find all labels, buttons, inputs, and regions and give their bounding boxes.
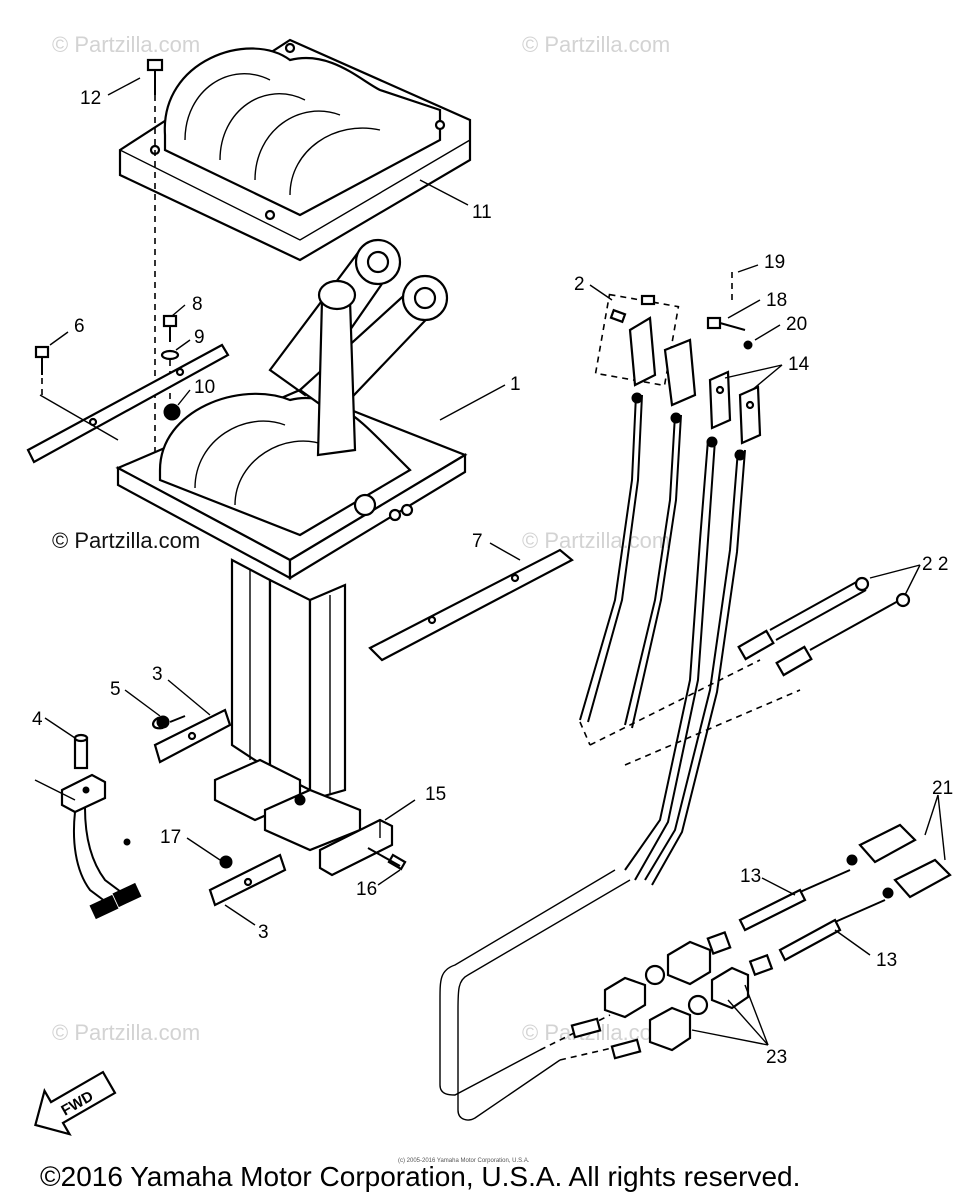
- watermark-mid-center: © Partzilla.com: [522, 528, 670, 553]
- callout-3-lower: 3: [258, 922, 269, 943]
- clevis-part-14: [706, 272, 762, 461]
- callout-11: 11: [472, 202, 492, 223]
- cover-plate-part-11: [118, 38, 472, 262]
- callout-7: 7: [472, 531, 483, 552]
- callout-10: 10: [194, 377, 215, 398]
- bracket-part-3-upper: [152, 708, 232, 764]
- small-copyright: (c) 2005-2016 Yamaha Motor Corporation, …: [398, 1158, 530, 1164]
- callout-16: 16: [356, 879, 377, 900]
- callout-19: 19: [764, 252, 785, 273]
- strip-part-7: [368, 548, 574, 662]
- cable-end-part-22: [737, 576, 911, 677]
- callout-9: 9: [194, 327, 205, 348]
- watermark-bottom-left: © Partzilla.com: [52, 1020, 200, 1045]
- callout-3-upper: 3: [152, 664, 163, 685]
- callout-15: 15: [425, 784, 446, 805]
- callout-5: 5: [110, 679, 121, 700]
- callout-14: 14: [788, 354, 810, 375]
- callout-1: 1: [510, 374, 521, 395]
- bolt-part-12: [146, 58, 164, 470]
- mounting-strip-left: [26, 343, 230, 464]
- footer-copyright: ©2016 Yamaha Motor Corporation, U.S.A. A…: [40, 1161, 800, 1192]
- leader-lines: [34, 77, 946, 1046]
- callout-6: 6: [74, 316, 85, 337]
- callout-13-upper: 13: [740, 866, 761, 887]
- callout-4: 4: [32, 709, 43, 730]
- callout-2: 2: [574, 274, 585, 295]
- callout-23: 23: [766, 1047, 787, 1068]
- callout-18: 18: [766, 290, 787, 311]
- callout-13-lower: 13: [876, 950, 897, 971]
- remote-control-part-1: [115, 238, 468, 852]
- bracket-part-15: [318, 818, 407, 877]
- screw-part-6: [34, 345, 50, 395]
- neutral-switch-part-4: [60, 733, 142, 920]
- fittings-parts-13-21-23: [570, 823, 952, 1060]
- watermark-top-left: © Partzilla.com: [52, 32, 200, 57]
- callout-22: 2 2: [922, 554, 948, 575]
- callout-20: 20: [786, 314, 807, 335]
- fwd-arrow-icon: FWD: [34, 1070, 117, 1136]
- callout-8: 8: [192, 294, 203, 315]
- watermark-top-right: © Partzilla.com: [522, 32, 670, 57]
- callout-21: 21: [932, 778, 953, 799]
- cable-end-part-2: [594, 293, 697, 424]
- callout-17: 17: [160, 827, 181, 848]
- callout-12: 12: [80, 88, 101, 109]
- control-cables: [439, 394, 801, 1121]
- watermark-mid-left: © Partzilla.com: [52, 528, 200, 553]
- bracket-part-3-lower: [208, 853, 287, 907]
